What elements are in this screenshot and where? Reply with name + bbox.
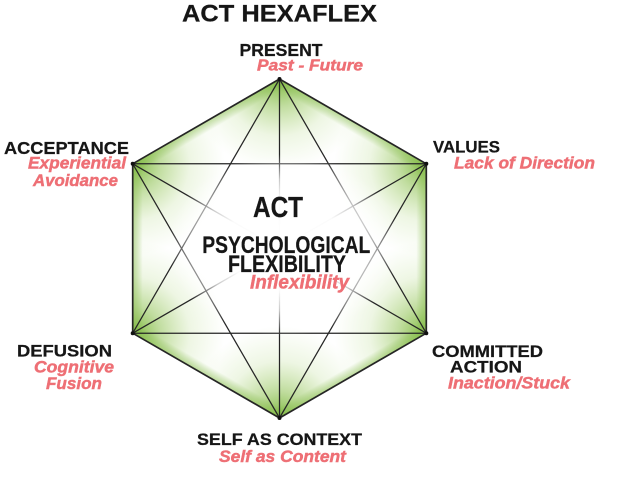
svg-text:Lack of Direction: Lack of Direction [454, 155, 595, 173]
svg-text:SELF AS CONTEXT: SELF AS CONTEXT [197, 430, 363, 449]
svg-text:FLEXIBILITY: FLEXIBILITY [228, 251, 346, 278]
svg-text:Inaction/Stuck: Inaction/Stuck [448, 375, 571, 393]
svg-text:Fusion: Fusion [46, 375, 102, 393]
svg-text:Experiential: Experiential [28, 155, 126, 173]
svg-text:ACT: ACT [253, 192, 303, 224]
svg-text:Inflexibility: Inflexibility [250, 273, 350, 294]
svg-text:ACTION: ACTION [450, 358, 522, 377]
svg-text:Cognitive: Cognitive [34, 359, 114, 377]
svg-text:VALUES: VALUES [433, 138, 500, 157]
svg-text:DEFUSION: DEFUSION [17, 342, 112, 361]
svg-text:Self as Content: Self as Content [219, 448, 348, 466]
svg-text:Avoidance: Avoidance [32, 172, 118, 190]
svg-text:PRESENT: PRESENT [240, 40, 323, 60]
svg-text:ACCEPTANCE: ACCEPTANCE [4, 138, 129, 158]
svg-text:Past - Future: Past - Future [257, 58, 363, 75]
svg-text:COMMITTED: COMMITTED [432, 342, 543, 361]
svg-text:PSYCHOLOGICAL: PSYCHOLOGICAL [202, 232, 370, 259]
svg-text:ACT HEXAFLEX: ACT HEXAFLEX [182, 1, 377, 28]
